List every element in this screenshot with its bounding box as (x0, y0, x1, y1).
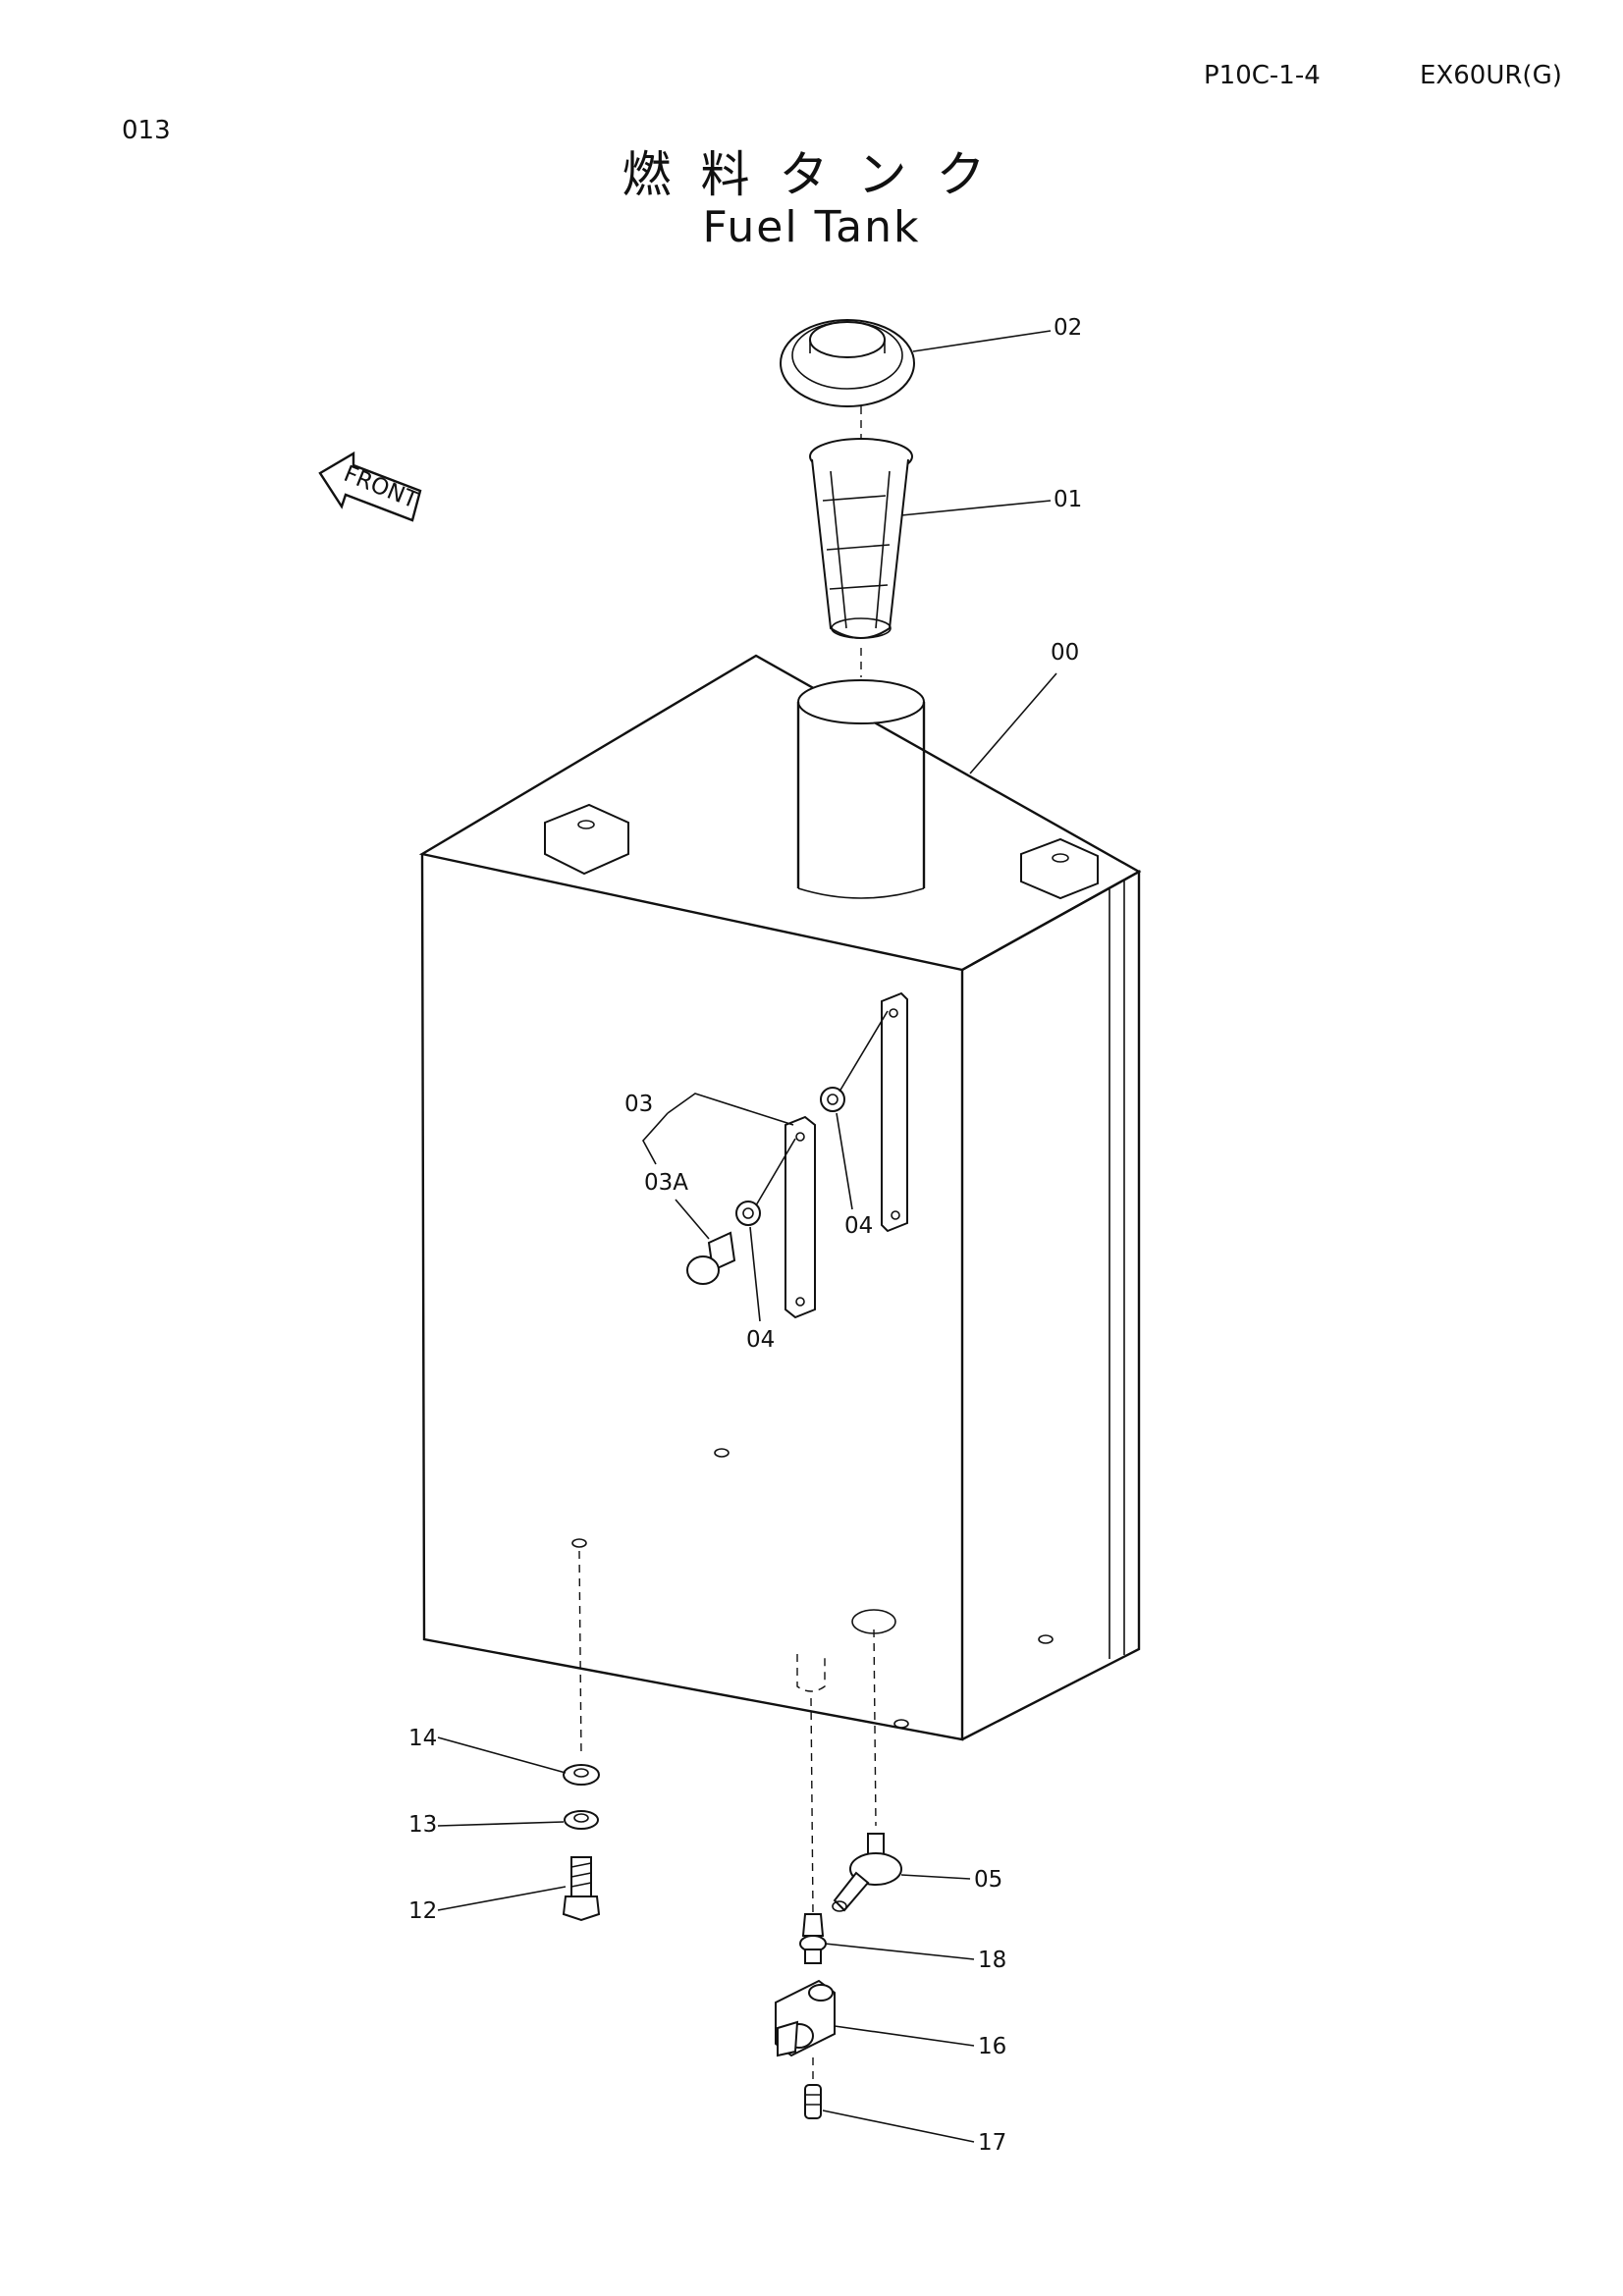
callout-13: 13 (408, 1812, 437, 1838)
callout-01: 01 (1054, 487, 1082, 512)
nut-upper (820, 1087, 845, 1112)
front-label: FRONT (340, 461, 421, 514)
title-japanese: 燃料タンク (622, 146, 1015, 203)
drain-cock-16 (775, 1979, 836, 2057)
callout-04-upper: 04 (844, 1213, 873, 1239)
bolt-03a (686, 1231, 736, 1285)
callout-02: 02 (1054, 315, 1082, 341)
callout-04-lower: 04 (746, 1327, 775, 1353)
nut-lower (735, 1201, 761, 1226)
callout-12: 12 (408, 1898, 437, 1924)
callout-14: 14 (408, 1726, 437, 1751)
drain-elbow-05 (832, 1833, 902, 1912)
sheet-code: P10C-1-4 (1204, 61, 1321, 90)
callout-18: 18 (978, 1948, 1006, 1973)
title-english: Fuel Tank (702, 202, 921, 252)
front-arrow-icon: FRONT (318, 451, 422, 522)
model-code: EX60UR(G) (1420, 61, 1562, 90)
callout-03a: 03A (644, 1170, 688, 1196)
callout-03: 03 (624, 1092, 653, 1117)
fuel-tank-body (418, 654, 1142, 1741)
callout-17: 17 (978, 2130, 1006, 2156)
callout-16: 16 (978, 2034, 1006, 2059)
washer-14 (563, 1764, 600, 1786)
gauge-strap-right (881, 991, 908, 1233)
gauge-strap-left (784, 1115, 816, 1319)
adapter-18 (799, 1913, 827, 1964)
bolt-12 (562, 1856, 601, 1922)
fuel-cap (780, 319, 915, 407)
washer-13 (564, 1810, 599, 1830)
strainer (809, 438, 913, 639)
callout-05: 05 (974, 1867, 1002, 1893)
page-number: 013 (122, 116, 171, 145)
nipple-17 (804, 2084, 822, 2119)
callout-00: 00 (1051, 640, 1079, 666)
